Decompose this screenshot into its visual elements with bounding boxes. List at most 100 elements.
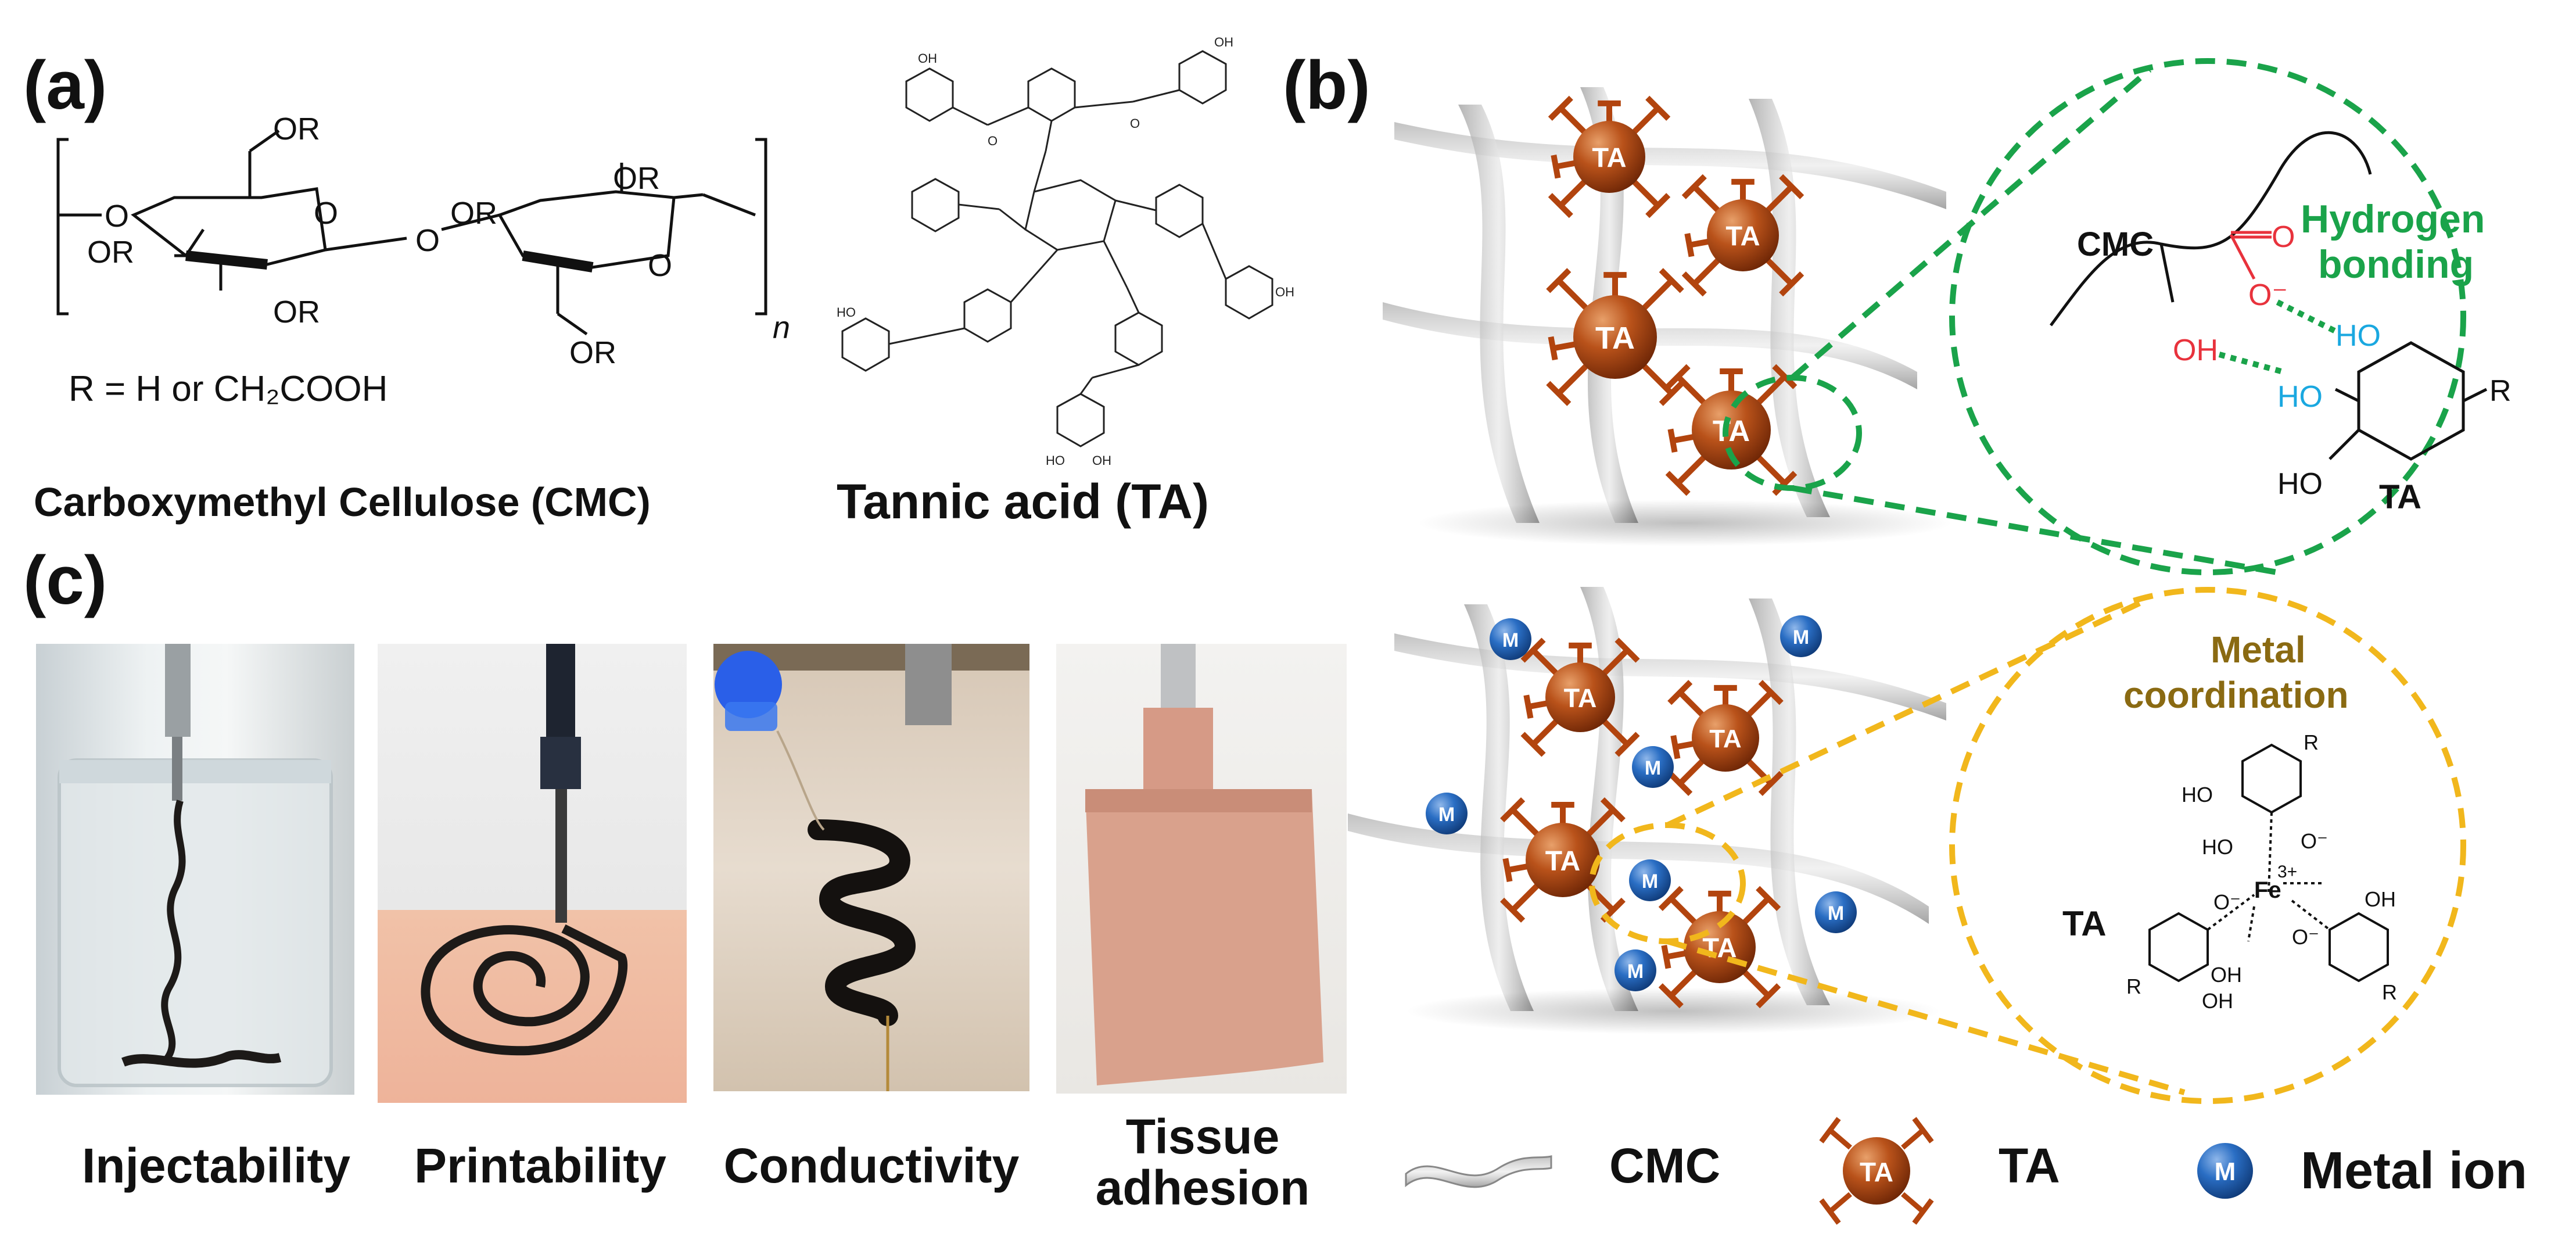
hydrogen-bonding-detail <box>2049 131 2488 461</box>
metal-fe: Fe <box>2254 877 2281 903</box>
ta-atom-labels: OH OH HO OH HO OH O O <box>837 35 1294 468</box>
cmc-substituent: OR <box>569 335 616 370</box>
photo-conductivity <box>713 644 1029 1091</box>
caption-printability: Printability <box>414 1138 667 1193</box>
photo-tissue-adhesion <box>1056 644 1347 1094</box>
photo-printability <box>378 644 687 1103</box>
cmc-ring-oxygen: O <box>314 196 338 231</box>
metal-title-2: coordination <box>2123 674 2349 716</box>
metal-ion-bead: M <box>1426 793 1468 834</box>
caption-conductivity: Conductivity <box>723 1138 1020 1193</box>
legend-cmc-ribbon <box>1405 1155 1552 1188</box>
metal-ion-label: M <box>1793 626 1809 648</box>
metal-ion-label: M <box>1642 870 1658 893</box>
metal-r-top: R <box>2304 730 2319 754</box>
hydrogen-cooh-o: O <box>2272 220 2295 254</box>
hydrogen-cmc-oh: OH <box>2173 334 2218 367</box>
panel-label-a: (a) <box>23 47 107 124</box>
ta-bead-label: TA <box>1592 142 1626 173</box>
metal-fe-charge: 3+ <box>2277 862 2297 881</box>
ta-bead: TA <box>1681 174 1804 297</box>
hydrogen-title-2: bonding <box>2318 242 2474 286</box>
metal-ion-bead: M <box>1632 746 1674 788</box>
metal-ho-top-1: HO <box>2182 783 2213 807</box>
metal-ion-label: M <box>1438 804 1455 826</box>
svg-text:TA: TA <box>1860 1157 1893 1187</box>
panel-label-c: (c) <box>23 542 107 619</box>
cmc-linker-oxygen: O <box>415 223 440 258</box>
hydrogen-ta-ho-2: HO <box>2277 380 2323 414</box>
metal-o-minus-3: O⁻ <box>2292 925 2319 949</box>
cmc-end-oxygen: O <box>105 199 129 234</box>
cmc-substituent: OR <box>87 235 134 270</box>
ta-bead: TA <box>1546 268 1684 406</box>
cmc-substituent: OR <box>613 161 660 196</box>
legend-metal-label: Metal ion <box>2301 1142 2527 1200</box>
metal-coordination-detail <box>2148 743 2389 983</box>
metal-ion-label: M <box>1627 961 1644 983</box>
ta-bead: TA <box>1667 680 1784 796</box>
cmc-ring-oxygen: O <box>648 248 672 283</box>
metal-coordination-labels: Metal coordination TA Fe 3+ HO HO O⁻ O⁻ … <box>2062 629 2397 1013</box>
metal-ion-label: M <box>1502 629 1519 651</box>
metal-r-right: R <box>2382 980 2397 1004</box>
ta-bead-label: TA <box>1725 220 1760 251</box>
hydrogen-ta-ho-1: HO <box>2335 319 2381 353</box>
legend-metal-bead: M <box>2197 1143 2253 1199</box>
ta-bead-label: TA <box>1595 321 1635 356</box>
legend: CMC TA TA M Metal ion <box>1405 1117 2527 1225</box>
caption-tissue-adhesion: Tissue adhesion <box>1057 1109 1348 1214</box>
svg-text:O: O <box>988 134 998 148</box>
metal-ion-bead: M <box>1815 891 1857 933</box>
ta-bead-label: TA <box>1564 683 1597 713</box>
svg-text:OH: OH <box>1275 285 1294 299</box>
hydrogen-cmc-label: CMC <box>2077 225 2154 263</box>
ta-bead-label: TA <box>1709 725 1741 753</box>
legend-ta-label: TA <box>1999 1138 2060 1193</box>
hydrogen-cooh-o-minus: O⁻ <box>2248 278 2288 312</box>
metal-oh-mid: OH <box>2211 963 2242 987</box>
ta-bead: TA <box>1658 886 1781 1009</box>
caption-injectability: Injectability <box>81 1138 351 1193</box>
svg-text:HO: HO <box>837 305 856 320</box>
hydrogen-ta-r: R <box>2489 374 2512 408</box>
legend-ta-bead: TA <box>1819 1117 1934 1225</box>
cmc-caption: Carboxymethyl Cellulose (CMC) <box>34 479 651 525</box>
metal-ta-label: TA <box>2062 904 2107 943</box>
metal-ion-label: M <box>1828 902 1844 924</box>
metal-ion-bead: M <box>1615 949 1656 991</box>
metal-ion-label: M <box>1645 757 1661 779</box>
metal-ion-bead: M <box>1629 859 1671 901</box>
ta-bead-label: TA <box>1545 846 1580 877</box>
photo-injectability <box>36 644 354 1095</box>
hydrogen-bonding-labels: Hydrogen bonding CMC O O⁻ OH HO HO HO R … <box>2077 197 2512 516</box>
metal-ion-bead: M <box>1780 615 1822 657</box>
cmc-substituent: OR <box>273 295 320 329</box>
hydrogen-ta-ho-3: HO <box>2277 467 2323 501</box>
caption-tissue-line-1: Tissue <box>1125 1109 1280 1164</box>
metal-ion-bead: M <box>1490 618 1531 660</box>
svg-text:OH: OH <box>1092 453 1111 468</box>
hydrogen-title-1: Hydrogen <box>2301 197 2485 241</box>
cmc-substituent: OR <box>450 196 497 231</box>
svg-text:M: M <box>2215 1157 2236 1186</box>
metal-oh-bottom: OH <box>2202 989 2233 1013</box>
svg-text:O: O <box>1130 116 1140 131</box>
ta-bead: TA <box>1520 637 1640 757</box>
hydrogen-zoom <box>1723 58 2466 575</box>
ta-structure <box>841 50 1273 447</box>
metal-oh-right: OH <box>2365 887 2396 911</box>
panel-label-b: (b) <box>1283 47 1370 124</box>
svg-text:OH: OH <box>918 51 937 66</box>
metal-zoom <box>1589 587 2466 1104</box>
ta-bead: TA <box>1548 95 1671 218</box>
metal-r-left: R <box>2126 974 2141 998</box>
cmc-r-definition: R = H or CH₂COOH <box>69 369 388 409</box>
cmc-atom-labels: OR OR OR OR OR OR O O O O n <box>87 112 790 370</box>
metal-o-minus-2: O⁻ <box>2213 890 2241 914</box>
hydrogen-ta-label: TA <box>2379 478 2421 516</box>
svg-text:HO: HO <box>1046 453 1065 468</box>
cmc-substituent: OR <box>273 112 320 146</box>
ta-bead: TA <box>1665 364 1798 496</box>
ta-caption: Tannic acid (TA) <box>837 474 1209 529</box>
